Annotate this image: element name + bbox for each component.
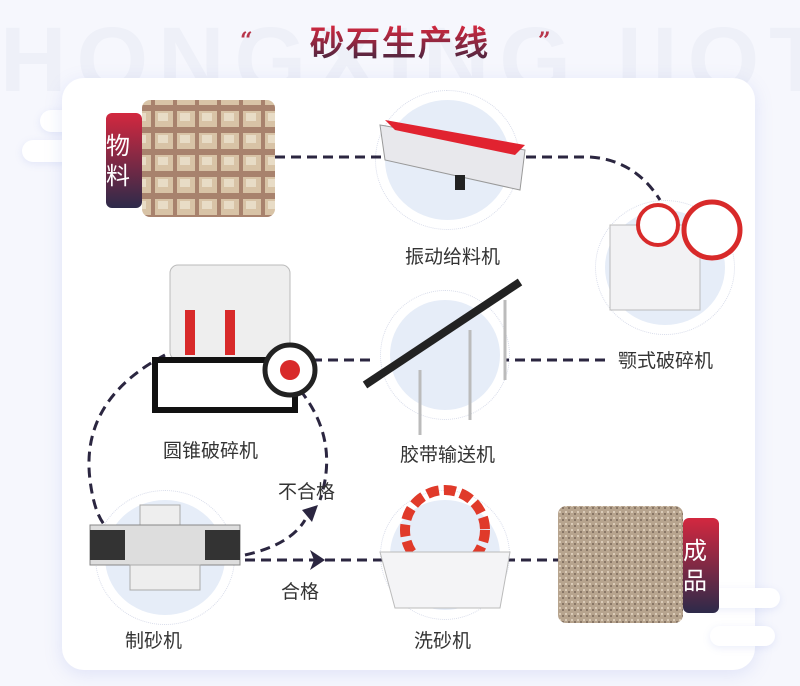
sand-maker-icon [89, 504, 241, 591]
arrow-fail-icon [302, 505, 318, 522]
product-photo [558, 506, 683, 623]
pass-label: 合格 [281, 581, 320, 603]
conveyor-icon [362, 278, 523, 435]
line-cone-return [298, 389, 329, 501]
line-fail [244, 519, 307, 557]
cone-crusher-icon [152, 264, 318, 413]
conveyor-label: 胶带输送机 [400, 444, 496, 466]
decor-pill [700, 588, 780, 608]
decor-pill [710, 626, 775, 646]
material-photo [142, 100, 275, 217]
feeder-label: 振动给料机 [405, 246, 501, 268]
sand-maker-label: 制砂机 [125, 630, 183, 652]
jaw-crusher-label: 颚式破碎机 [618, 350, 714, 372]
page-title: 砂石生产线 [310, 24, 490, 64]
product-tag: 成品 [683, 518, 719, 613]
quote-open: “ [240, 28, 253, 54]
sand-washer-icon [379, 485, 511, 609]
cone-crusher-label: 圆锥破碎机 [163, 440, 259, 462]
quote-close: ” [538, 28, 551, 54]
sand-washer-label: 洗砂机 [414, 630, 472, 652]
arrow-pass-icon [310, 550, 325, 570]
fail-label: 不合格 [278, 481, 336, 503]
material-tag: 物料 [106, 113, 142, 208]
jaw-crusher-icon [609, 199, 743, 311]
line-feeder-jaw [510, 155, 662, 201]
feeder-machine-icon [379, 120, 526, 191]
line-cone-loop [87, 353, 166, 532]
